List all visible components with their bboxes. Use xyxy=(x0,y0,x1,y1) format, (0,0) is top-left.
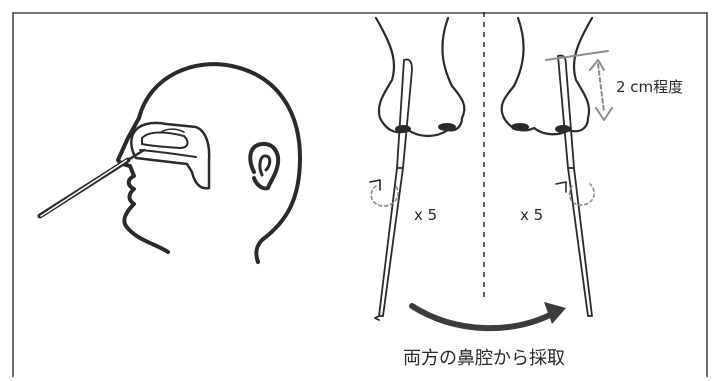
nostril-left-1 xyxy=(395,125,411,133)
face-profile xyxy=(116,116,170,254)
ear-inner xyxy=(258,154,272,177)
rotation-count-right: x 5 xyxy=(520,206,543,224)
curved-arrow-icon xyxy=(409,302,566,332)
depth-guide xyxy=(545,50,613,121)
nasal-cavity xyxy=(130,121,211,190)
swab-side-view xyxy=(37,148,146,219)
nose-front-right xyxy=(500,16,594,136)
rotation-count-left: x 5 xyxy=(414,206,437,224)
head-profile-illustration xyxy=(116,62,302,264)
nostril-right-2 xyxy=(555,125,571,133)
depth-label: 2 cm程度 xyxy=(616,78,683,96)
frame-border xyxy=(12,12,708,377)
ear xyxy=(248,141,281,191)
caption: 両方の鼻腔から採取 xyxy=(403,348,565,369)
rotation-icon-left xyxy=(369,179,399,207)
head-outline xyxy=(137,62,302,264)
rotation-icon-right xyxy=(555,181,595,206)
swab-left xyxy=(374,58,413,321)
nose-front-left xyxy=(374,16,466,138)
swab-right xyxy=(557,54,593,317)
nostril-right-1 xyxy=(511,123,529,131)
nostril-left-2 xyxy=(438,123,456,131)
